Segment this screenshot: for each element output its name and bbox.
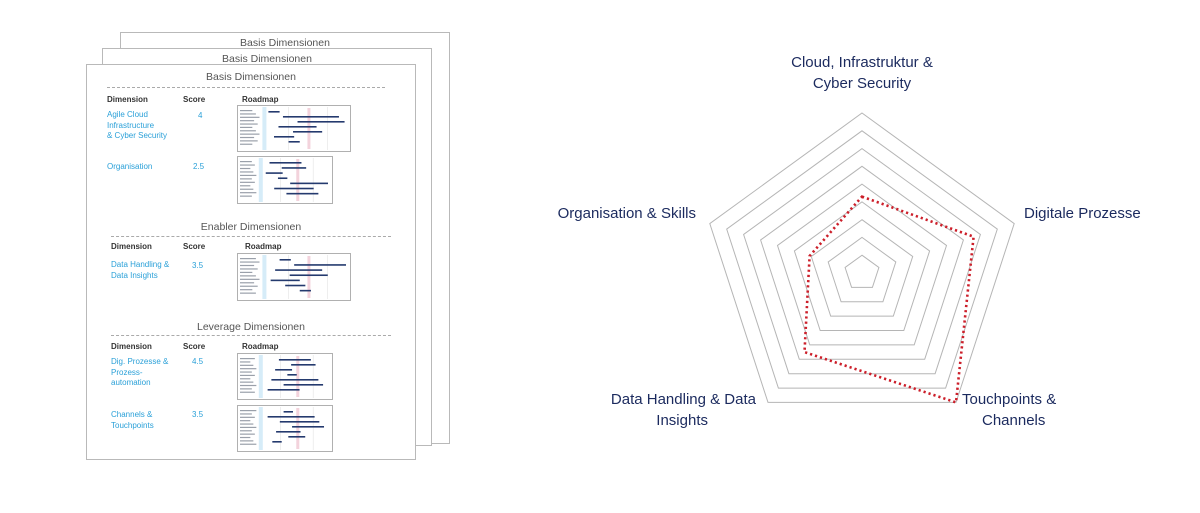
section-title-enabler: Enabler Dimensionen bbox=[200, 221, 302, 233]
radar-axis-label-line: Data Handling & Data bbox=[611, 391, 757, 408]
radar-ring-4 bbox=[793, 201, 931, 331]
roadmap-thumbnail-cloud[interactable] bbox=[237, 105, 351, 152]
dimension-channels[interactable]: Channels & Touchpoints bbox=[111, 410, 154, 430]
radar-axis-labels: Cloud, Infrastruktur & Cyber SecurityDigi… bbox=[558, 54, 1141, 429]
roadmap-thumbnail-channels[interactable] bbox=[237, 405, 333, 452]
radar-series bbox=[803, 195, 976, 405]
radar-axis-label-line: Channels bbox=[982, 412, 1045, 429]
radar-axis-label-line: Cyber Security bbox=[813, 75, 912, 92]
roadmap-graphic bbox=[240, 407, 325, 450]
section-title-basis: Basis Dimensionen bbox=[206, 71, 296, 83]
front-sheet: Basis Dimensionen Dimension Score Roadma… bbox=[86, 64, 416, 460]
col-head-score: Score bbox=[183, 95, 206, 104]
dimension-dig-prozesse[interactable]: Dig. Prozesse & Prozess- automation bbox=[111, 357, 169, 387]
section-divider bbox=[111, 236, 391, 237]
section-title-leverage: Leverage Dimensionen bbox=[197, 321, 305, 333]
score-channels: 3.5 bbox=[192, 410, 204, 419]
radar-ring-9 bbox=[709, 112, 1015, 403]
radar-series-line-0 bbox=[803, 195, 976, 405]
back-sheet-2-title: Basis Dimensionen bbox=[240, 37, 330, 49]
roadmap-graphic bbox=[240, 355, 324, 398]
dimension-cloud[interactable]: Agile Cloud Infrastructure & Cyber Secur… bbox=[107, 110, 168, 140]
section-divider bbox=[111, 335, 391, 336]
col-head-score: Score bbox=[183, 342, 206, 351]
col-head-roadmap: Roadmap bbox=[245, 242, 282, 251]
roadmap-thumbnail-data-handling[interactable] bbox=[237, 253, 351, 301]
radar-ring-7 bbox=[743, 147, 981, 375]
radar-chart: Cloud, Infrastruktur & Cyber SecurityDigi… bbox=[558, 54, 1141, 429]
dimension-organisation[interactable]: Organisation bbox=[107, 162, 153, 171]
score-cloud: 4 bbox=[198, 111, 203, 120]
score-data-handling: 3.5 bbox=[192, 261, 204, 270]
radar-axis-label-line: Touchpoints & bbox=[962, 391, 1056, 408]
radar-axis-label-4: Organisation & Skills bbox=[558, 205, 696, 222]
radar-ring-8 bbox=[726, 130, 998, 389]
col-head-score: Score bbox=[183, 242, 206, 251]
radar-axis-label-line: Insights bbox=[656, 412, 708, 429]
roadmap-graphic bbox=[240, 107, 345, 150]
col-head-roadmap: Roadmap bbox=[242, 95, 279, 104]
roadmap-thumbnail-dig-prozesse[interactable] bbox=[237, 353, 333, 400]
radar-grid bbox=[709, 112, 1015, 403]
radar-axis-label-line: Organisation & Skills bbox=[558, 205, 696, 222]
radar-ring-3 bbox=[810, 219, 914, 317]
radar-axis-label-1: Digitale Prozesse bbox=[1024, 205, 1141, 222]
dimension-data-handling[interactable]: Data Handling & Data Insights bbox=[111, 260, 170, 280]
col-head-dimension: Dimension bbox=[111, 342, 152, 351]
radar-axis-label-0: Cloud, Infrastruktur & Cyber Security bbox=[791, 54, 933, 92]
roadmap-graphic bbox=[240, 158, 328, 202]
back-sheet-1-title: Basis Dimensionen bbox=[222, 53, 312, 65]
section-divider bbox=[107, 87, 385, 88]
roadmap-thumbnail-organisation[interactable] bbox=[237, 156, 333, 204]
roadmap-graphic bbox=[240, 255, 346, 299]
col-head-dimension: Dimension bbox=[107, 95, 148, 104]
radar-axis-label-2: Touchpoints & Channels bbox=[962, 391, 1056, 429]
radar-axis-label-line: Cloud, Infrastruktur & bbox=[791, 54, 933, 71]
radar-axis-label-line: Digitale Prozesse bbox=[1024, 205, 1141, 222]
score-dig-prozesse: 4.5 bbox=[192, 357, 204, 366]
radar-ring-5 bbox=[776, 183, 948, 346]
score-organisation: 2.5 bbox=[193, 162, 205, 171]
radar-ring-1 bbox=[844, 254, 880, 288]
col-head-dimension: Dimension bbox=[111, 242, 152, 251]
radar-ring-2 bbox=[827, 236, 897, 303]
col-head-roadmap: Roadmap bbox=[242, 342, 279, 351]
